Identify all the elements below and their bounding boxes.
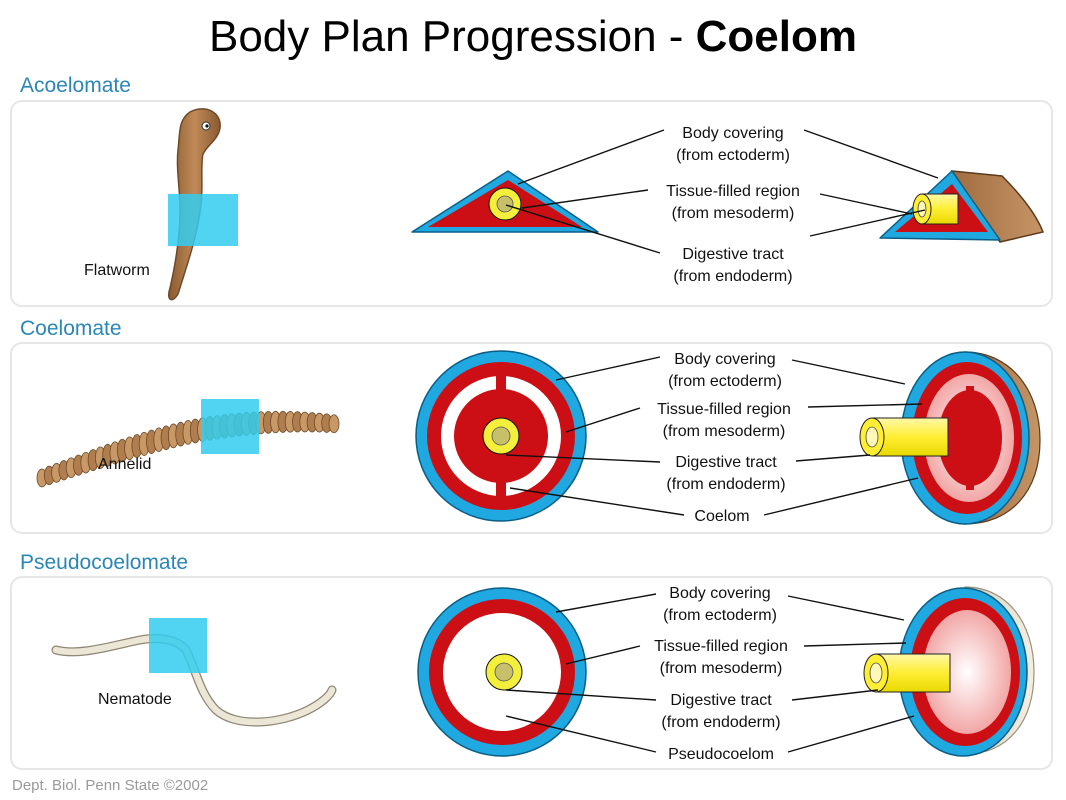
page-title: Body Plan Progression - Coelom <box>0 12 1066 62</box>
flatworm-label: Flatworm <box>84 262 150 279</box>
coelomate-callout-digestive-sub: (from endoderm) <box>666 476 785 493</box>
nematode-illustration <box>51 618 337 727</box>
section-label-acoelomate: Acoelomate <box>20 74 131 97</box>
acoelomate-callout-digestive: Digestive tract <box>682 246 784 263</box>
acoelomate-leader-lines <box>505 129 939 254</box>
coelomate-callouts: Body covering (from ectoderm) Tissue-fil… <box>657 351 791 525</box>
acoelomate-cross-section <box>411 170 599 233</box>
pseudocoelomate-3d-drum <box>863 586 1035 757</box>
pseudocoelomate-leader-lines <box>505 593 915 753</box>
nematode-section-highlight <box>149 618 207 673</box>
credit-text: Dept. Biol. Penn State ©2002 <box>12 777 209 794</box>
acoelomate-callout-body-covering: Body covering <box>682 125 783 142</box>
pseudocoelomate-callout-digestive: Digestive tract <box>670 692 772 709</box>
coelomate-callout-tissue-sub: (from mesoderm) <box>663 423 786 440</box>
flatworm-illustration <box>167 108 238 301</box>
pseudocoelomate-callout-body-covering-sub: (from ectoderm) <box>663 607 777 624</box>
annelid-illustration <box>36 410 340 488</box>
title-bold: Coelom <box>695 12 858 61</box>
title-main: Body Plan Progression - <box>208 12 696 61</box>
coelomate-3d-drum <box>859 351 1041 525</box>
acoelomate-callout-digestive-sub: (from endoderm) <box>673 268 792 285</box>
flatworm-section-highlight <box>168 194 238 246</box>
coelomate-callout-digestive: Digestive tract <box>675 454 777 471</box>
pseudocoelomate-callout-tissue-sub: (from mesoderm) <box>660 660 783 677</box>
section-label-coelomate: Coelomate <box>20 317 122 340</box>
coelomate-callout-body-covering-sub: (from ectoderm) <box>668 373 782 390</box>
pseudocoelomate-callout-pseudocoelom: Pseudocoelom <box>668 746 774 763</box>
acoelomate-callout-body-covering-sub: (from ectoderm) <box>676 147 790 164</box>
coelomate-callout-coelom: Coelom <box>694 508 749 525</box>
coelomate-callout-body-covering: Body covering <box>674 351 775 368</box>
pseudocoelomate-callouts: Body covering (from ectoderm) Tissue-fil… <box>654 585 788 763</box>
acoelomate-callout-tissue-sub: (from mesoderm) <box>672 205 795 222</box>
annelid-segment <box>328 414 340 434</box>
section-label-pseudocoelomate: Pseudocoelomate <box>20 551 189 574</box>
acoelomate-callouts: Body covering (from ectoderm) Tissue-fil… <box>666 125 800 285</box>
acoelomate-callout-tissue: Tissue-filled region <box>666 183 800 200</box>
annelid-label: Annelid <box>98 456 151 473</box>
pseudocoelomate-callout-digestive-sub: (from endoderm) <box>661 714 780 731</box>
pseudocoelomate-callout-tissue: Tissue-filled region <box>654 638 788 655</box>
pseudocoelomate-callout-body-covering: Body covering <box>669 585 770 602</box>
nematode-label: Nematode <box>98 691 172 708</box>
coelomate-leader-lines <box>505 356 923 516</box>
coelomate-callout-tissue: Tissue-filled region <box>657 401 791 418</box>
coelomate-cross-section <box>415 350 587 522</box>
annelid-section-highlight <box>201 399 259 454</box>
pseudocoelomate-cross-section <box>417 587 587 757</box>
acoelomate-3d-wedge <box>879 170 1045 243</box>
